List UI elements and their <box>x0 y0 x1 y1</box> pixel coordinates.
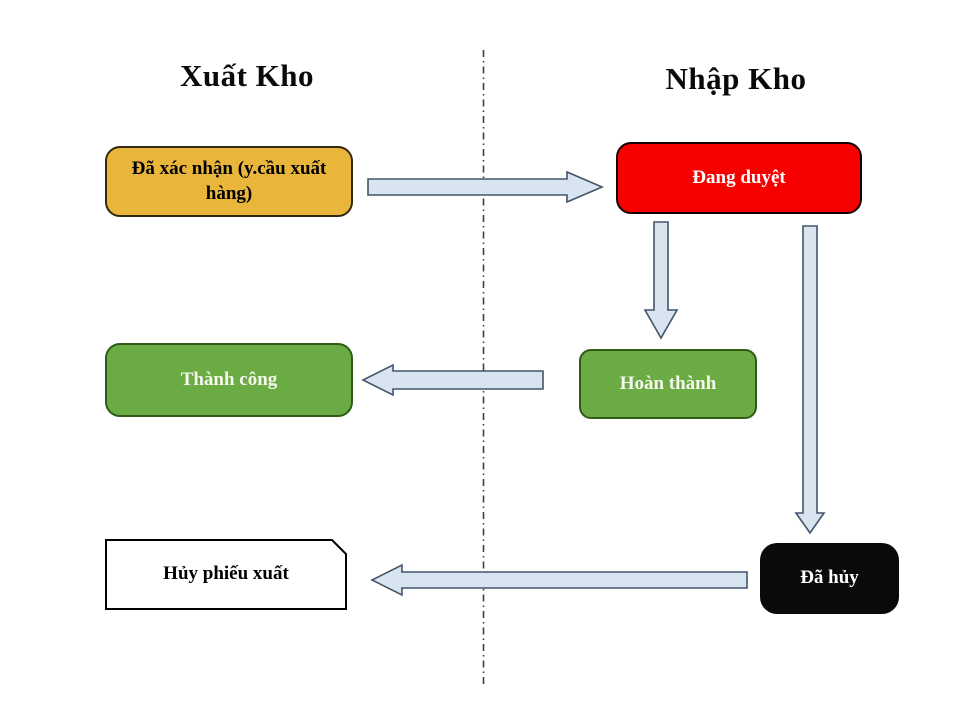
arrow-cancelled-to-cancel-export <box>370 563 748 597</box>
node-label: Hủy phiếu xuất <box>163 563 289 585</box>
node-success: Thành công <box>105 343 353 417</box>
node-approving: Đang duyệt <box>616 142 862 214</box>
node-completed: Hoàn thành <box>579 349 757 419</box>
node-confirmed-export-request: Đã xác nhận (y.cầu xuất hàng) <box>105 146 353 217</box>
node-label: Đã xác nhận (y.cầu xuất hàng) <box>131 157 327 204</box>
arrow-approving-to-completed <box>643 221 679 340</box>
column-title-import: Nhập Kho <box>665 61 807 96</box>
arrow-completed-to-success <box>361 363 544 397</box>
node-label: Thành công <box>180 368 278 390</box>
arrow-approving-to-cancelled <box>794 225 826 535</box>
arrow-confirmed-to-approving <box>367 170 605 204</box>
node-cancelled: Đã hủy <box>760 543 899 614</box>
cut-corner-card-shape <box>105 539 347 610</box>
node-label: Hoàn thành <box>619 372 717 394</box>
column-title-export: Xuất Kho <box>179 58 315 93</box>
node-label: Đang duyệt <box>692 166 786 188</box>
node-cancel-export-slip: Hủy phiếu xuất <box>105 539 347 610</box>
node-label: Đã hủy <box>800 567 859 589</box>
